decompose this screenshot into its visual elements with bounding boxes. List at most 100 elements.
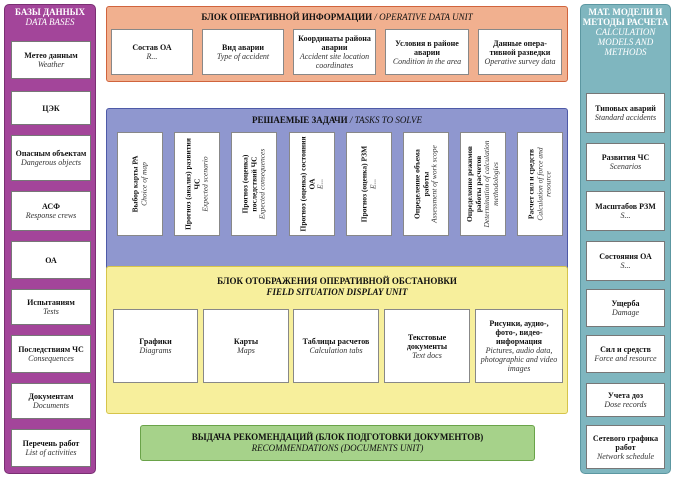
operative-card-accident-type: Вид аварии Type of accident	[202, 29, 284, 75]
operative-data-panel: БЛОК ОПЕРАТИВНОЙ ИНФОРМАЦИИ / OPERATIVE …	[106, 6, 568, 82]
field-panel-title: БЛОК ОТОБРАЖЕНИЯ ОПЕРАТИВНОЙ ОБСТАНОВКИ …	[107, 276, 567, 298]
model-item-label: Сил и средств	[600, 345, 651, 354]
db-item-documents: Документам Documents	[11, 383, 91, 419]
model-item-label-en: Damage	[611, 308, 640, 317]
data-bases-title-en: DATA BASES	[25, 17, 75, 27]
db-item-label-en: Tests	[43, 307, 59, 316]
model-item-label: Учета доз	[607, 391, 644, 400]
card-label-en: Calculation tabs	[309, 346, 363, 355]
task-label-en: Expected consequences	[257, 148, 267, 220]
card-label: Координаты района аварии	[298, 34, 371, 52]
model-item-label-en: Dose records	[604, 400, 647, 409]
db-item-label-en: Dangerous objects	[21, 158, 81, 167]
card-label-en: R...	[146, 52, 158, 61]
field-title-ru: БЛОК ОТОБРАЖЕНИЯ ОПЕРАТИВНОЙ ОБСТАНОВКИ	[217, 276, 457, 286]
calculation-models-column: МАТ. МОДЕЛИ И МЕТОДЫ РАСЧЕТА CALCULATION…	[580, 4, 671, 474]
data-bases-title: БАЗЫ ДАННЫХ DATA BASES	[5, 7, 95, 27]
db-item-oa: ОА	[11, 241, 91, 279]
card-label-en: Type of accident	[216, 52, 270, 61]
task-label: Прогноз (оценка) последствий ЧС	[240, 154, 258, 214]
db-item-label-en: Consequences	[28, 354, 74, 363]
db-item-response-crews: АСФ Response crews	[11, 191, 91, 231]
model-item-label: Масштабов РЗМ	[595, 202, 656, 211]
card-label-en: Diagrams	[139, 346, 172, 355]
field-card-text-docs: Текстовые документы Text docs	[384, 309, 470, 383]
db-item-label-en: List of activities	[25, 448, 77, 457]
field-card-maps: Карты Maps	[203, 309, 289, 383]
card-label-en: Maps	[237, 346, 255, 355]
model-item-scenarios: Развития ЧС Scenarios	[586, 143, 665, 181]
recommendations-panel: ВЫДАЧА РЕКОМЕНДАЦИЙ (БЛОК ПОДГОТОВКИ ДОК…	[140, 425, 535, 461]
field-card-calculation-tabs: Таблицы расчетов Calculation tabs	[293, 309, 379, 383]
db-item-weather: Метео данным Weather	[11, 41, 91, 79]
db-item-label: ОА	[45, 255, 57, 265]
db-item-label-en: Documents	[33, 401, 69, 410]
model-item-label: Типовых аварий	[595, 104, 656, 113]
db-item-tests: Испытаниям Tests	[11, 289, 91, 325]
model-item-label-en: Standard accidents	[594, 113, 657, 122]
model-item-network-schedule: Сетевого графика работ Network schedule	[586, 425, 665, 469]
db-item-label: Метео данным	[24, 51, 78, 60]
db-item-label: Опасным объектам	[15, 149, 87, 158]
task-label-en: E...	[368, 178, 377, 190]
db-item-label: Последствиям ЧС	[18, 345, 84, 354]
operative-title-en: / OPERATIVE DATA UNIT	[374, 12, 473, 22]
task-label: Прогноз (оценка) состояния ОА	[298, 136, 316, 232]
model-item-label-en: Force and resource	[594, 354, 657, 363]
db-item-dangerous-objects: Опасным объектам Dangerous objects	[11, 135, 91, 181]
task-label-en: E...	[315, 178, 325, 190]
db-item-tsek: ЦЭК	[11, 91, 91, 125]
card-label: Вид аварии	[222, 43, 264, 52]
card-label-en: Condition in the area	[392, 56, 462, 66]
task-label-en: Assessment of work scope	[429, 145, 439, 223]
recommendations-title-ru: ВЫДАЧА РЕКОМЕНДАЦИЙ (БЛОК ПОДГОТОВКИ ДОК…	[191, 432, 484, 442]
task-label: Прогноз (анализ) развития ЧС	[183, 138, 201, 230]
model-item-dose-records: Учета доз Dose records	[586, 383, 665, 417]
field-title-en: FIELD SITUATION DISPLAY UNIT	[266, 287, 408, 297]
model-item-standard-accidents: Типовых аварий Standard accidents	[586, 93, 665, 133]
model-item-force-resource: Сил и средств Force and resource	[586, 335, 665, 373]
task-label: Определение объема работы	[412, 149, 430, 219]
model-item-damage: Ущерба Damage	[586, 289, 665, 327]
tasks-panel-title: РЕШАЕМЫЕ ЗАДАЧИ / TASKS TO SOLVE	[107, 115, 567, 126]
task-label-en: Calculation of force and resource	[534, 147, 553, 221]
model-item-label: Состояния ОА	[599, 252, 652, 261]
tasks-panel: РЕШАЕМЫЕ ЗАДАЧИ / TASKS TO SOLVE Выбор к…	[106, 108, 568, 271]
tasks-title-ru: РЕШАЕМЫЕ ЗАДАЧИ	[251, 115, 348, 125]
task-label-en: Determination of calculation methodologi…	[482, 140, 500, 228]
card-label: Данные опера-тивной разведки	[489, 38, 551, 57]
data-bases-title-ru: БАЗЫ ДАННЫХ	[15, 7, 85, 17]
card-label: Состав ОА	[132, 43, 172, 52]
operative-panel-title: БЛОК ОПЕРАТИВНОЙ ИНФОРМАЦИИ / OPERATIVE …	[107, 12, 567, 23]
db-item-label: Перечень работ	[22, 439, 80, 448]
model-item-label-en: Scenarios	[609, 162, 642, 171]
model-item-label: Развития ЧС	[601, 153, 650, 162]
field-card-media: Рисунки, аудио-, фото-, видео-информация…	[475, 309, 563, 383]
db-item-label: ЦЭК	[42, 103, 60, 113]
data-bases-column: БАЗЫ ДАННЫХ DATA BASES Метео данным Weat…	[4, 4, 96, 474]
model-item-oa-state: Состояния ОА S...	[586, 241, 665, 281]
card-label-en: Accident site location coordinates	[299, 52, 370, 70]
card-label: Условия в районе аварии	[395, 38, 459, 57]
calculation-models-title-en: CALCULATION MODELS AND METHODS	[595, 27, 656, 57]
operative-title-ru: БЛОК ОПЕРАТИВНОЙ ИНФОРМАЦИИ	[201, 12, 373, 22]
card-label: Карты	[233, 337, 259, 346]
operative-card-survey-data: Данные опера-тивной разведки Operative s…	[478, 29, 562, 75]
operative-card-area-conditions: Условия в районе аварии Condition in the…	[385, 29, 469, 75]
calculation-models-title-ru: МАТ. МОДЕЛИ И МЕТОДЫ РАСЧЕТА	[582, 7, 669, 27]
db-item-label: Документам	[28, 392, 74, 401]
model-item-label-en: S...	[620, 261, 631, 270]
db-item-list-of-activities: Перечень работ List of activities	[11, 429, 91, 467]
model-item-label: Сетевого графика работ	[592, 433, 659, 452]
card-label: Графики	[139, 337, 172, 346]
recommendations-title-en: RECOMMENDATIONS (DOCUMENTS UNIT)	[251, 443, 424, 453]
model-item-label-en: Network schedule	[596, 451, 655, 461]
db-item-consequences: Последствиям ЧС Consequences	[11, 335, 91, 373]
task-label: Определение режимов работы расчетов	[465, 146, 483, 222]
